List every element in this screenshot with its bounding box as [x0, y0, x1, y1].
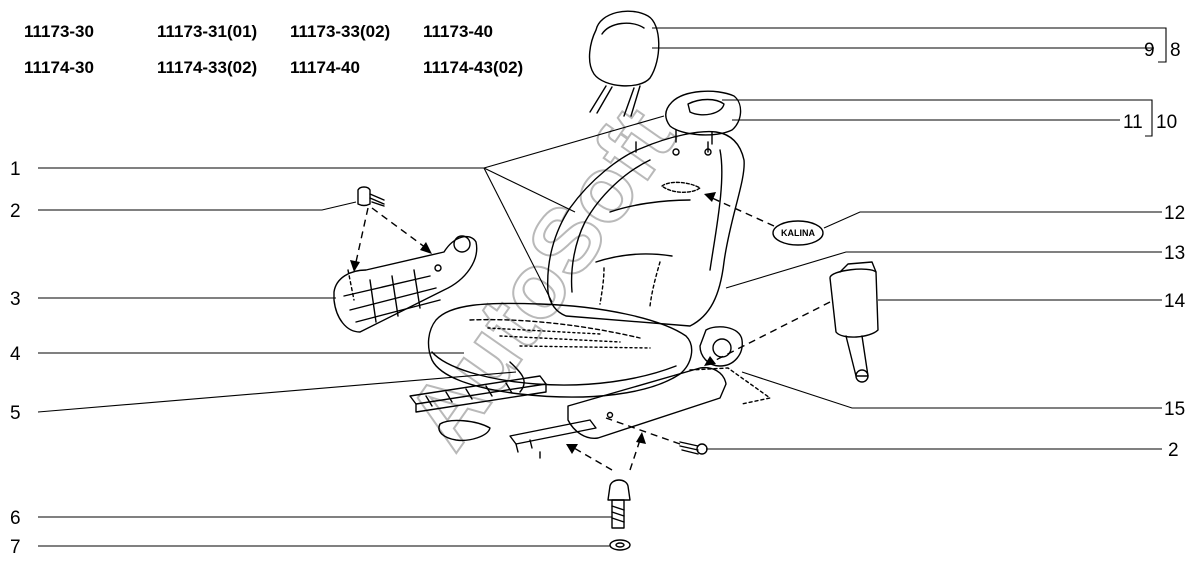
side-trim-illustration: [567, 326, 771, 439]
callout-4: 4: [10, 344, 21, 365]
callout-8: 8: [1170, 40, 1181, 61]
code-cell: 11174-43(02): [423, 58, 523, 77]
code-cell: 11173-31(01): [157, 22, 257, 41]
washer-illustration: [609, 539, 631, 551]
code-cell: 11173-30: [24, 22, 94, 41]
trim-panel-illustration: [333, 235, 478, 333]
callout-7: 7: [10, 537, 21, 558]
callout-10: 10: [1156, 112, 1177, 133]
callout-14: 14: [1164, 291, 1186, 312]
code-cell: 11174-33(02): [157, 58, 257, 77]
arrow-heads: [350, 192, 716, 454]
seat-back-illustration: [546, 130, 745, 327]
callout-12: 12: [1164, 203, 1185, 224]
mounted-headrest-illustration: [665, 90, 742, 145]
assembly-arrows: [355, 197, 831, 471]
watermark: AutoSoft: [388, 90, 694, 467]
callout-15: 15: [1164, 399, 1185, 420]
code-cell: 11173-40: [423, 22, 493, 41]
code-cell: 11174-40: [290, 58, 360, 77]
screw-illustration: [679, 441, 708, 455]
headrest-illustration: [588, 10, 660, 117]
emblem-text: KALINA: [781, 228, 815, 238]
callout-3: 3: [10, 289, 21, 310]
seat-cushion-illustration: [427, 302, 693, 398]
seat-rails-illustration: [409, 375, 597, 459]
callout-13: 13: [1164, 243, 1185, 264]
screw-illustration: [357, 186, 385, 207]
seatbelt-buckle-illustration: [829, 261, 879, 383]
code-cell: 11173-33(02): [290, 22, 390, 41]
callout-11: 11: [1123, 112, 1143, 133]
leader-lines: [37, 27, 1167, 547]
part-codes: 11173-30 11173-31(01) 11173-33(02) 11173…: [24, 22, 523, 77]
callout-6: 6: [10, 508, 21, 529]
callout-9: 9: [1144, 40, 1155, 61]
callout-1: 1: [10, 159, 21, 180]
callout-2-right: 2: [1168, 440, 1179, 461]
callout-5: 5: [10, 403, 21, 424]
callouts-left: 1 2 3 4 5 6 7: [10, 159, 21, 558]
callout-2: 2: [10, 201, 21, 222]
bolt-illustration: [607, 479, 631, 529]
emblem-illustration: [772, 220, 824, 246]
callouts-right: 9 8 11 10 12 13 14 15 2: [1123, 40, 1186, 461]
code-cell: 11174-30: [24, 58, 94, 77]
